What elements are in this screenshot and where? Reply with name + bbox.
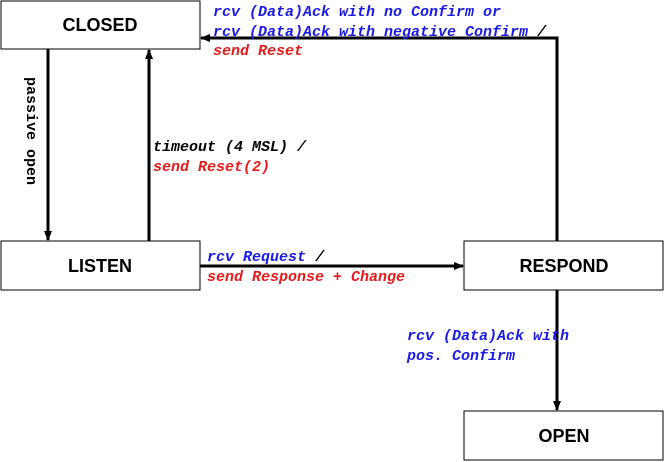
label-reset-separator: / <box>536 24 547 41</box>
label-reset-action: send Reset <box>213 43 303 60</box>
state-open: OPEN <box>463 410 664 461</box>
state-respond-box <box>463 240 664 291</box>
label-reset-event-line1: rcv (Data)Ack with no Confirm or <box>213 4 501 21</box>
state-closed-box <box>0 0 201 50</box>
label-request-event-request: Request <box>243 249 306 266</box>
label-open-event-line2: pos. Confirm <box>406 348 515 365</box>
label-open-event-line1: rcv (Data)Ack with <box>407 328 569 345</box>
state-closed-label: CLOSED <box>62 15 137 35</box>
state-open-label: OPEN <box>538 426 589 446</box>
state-listen-box <box>0 240 201 291</box>
state-respond-label: RESPOND <box>519 256 608 276</box>
label-reset-event-line2: rcv (Data)Ack with negative Confirm / <box>213 24 547 41</box>
label-timeout-action: send Reset(2) <box>153 159 270 176</box>
label-request-separator: / <box>314 249 325 266</box>
label-request-event-rcv: rcv <box>207 249 235 266</box>
state-listen: LISTEN <box>0 240 201 291</box>
label-request-event: rcv Request / <box>207 249 325 266</box>
edge-respond-to-closed <box>200 34 559 241</box>
label-reset-event-line2-text: rcv (Data)Ack with negative Confirm <box>213 24 528 41</box>
state-open-box <box>463 410 664 461</box>
state-respond: RESPOND <box>463 240 664 291</box>
label-timeout-event: timeout (4 MSL) / <box>153 139 307 156</box>
state-closed: CLOSED <box>0 0 201 50</box>
label-request-action: send Response + Change <box>207 269 405 286</box>
label-passive-open: passive open <box>22 77 39 185</box>
state-listen-label: LISTEN <box>68 256 132 276</box>
